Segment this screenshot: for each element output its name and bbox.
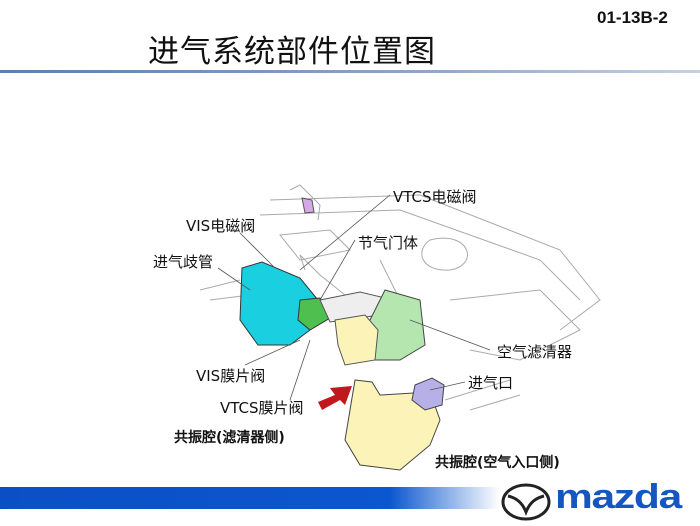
header-divider: [0, 70, 700, 73]
page-code: 01-13B-2: [597, 8, 668, 27]
brand-wordmark: mazda: [555, 478, 682, 516]
throttle-body-part: [297, 297, 331, 331]
mazda-logo-icon: [501, 483, 551, 521]
footer-bar: [0, 487, 500, 509]
label-air-inlet: 进气口: [468, 374, 514, 392]
label-vis-diaphragm: VIS膜片阀: [196, 367, 266, 385]
red-arrow-icon: [318, 386, 352, 410]
label-vtcs-diaphragm: VTCS膜片阀: [220, 399, 304, 417]
label-vis-solenoid: VIS电磁阀: [186, 217, 256, 235]
label-air-cleaner: 空气滤清器: [497, 343, 573, 361]
label-intake-manifold: 进气歧管: [153, 253, 214, 271]
label-resonator-inlet-side: 共振腔(空气入口侧): [435, 455, 560, 471]
air-cleaner-lid-part: [334, 314, 379, 366]
page-title: 进气系统部件位置图: [148, 34, 436, 70]
leader-lines: [217, 194, 491, 401]
label-throttle-body: 节气门体: [358, 234, 419, 252]
vtcs-solenoid-part: [301, 197, 315, 214]
label-vtcs-solenoid: VTCS电磁阀: [393, 188, 477, 206]
air-inlet-part: [411, 377, 445, 411]
label-resonator-cleaner-side: 共振腔(滤清器侧): [174, 430, 285, 446]
